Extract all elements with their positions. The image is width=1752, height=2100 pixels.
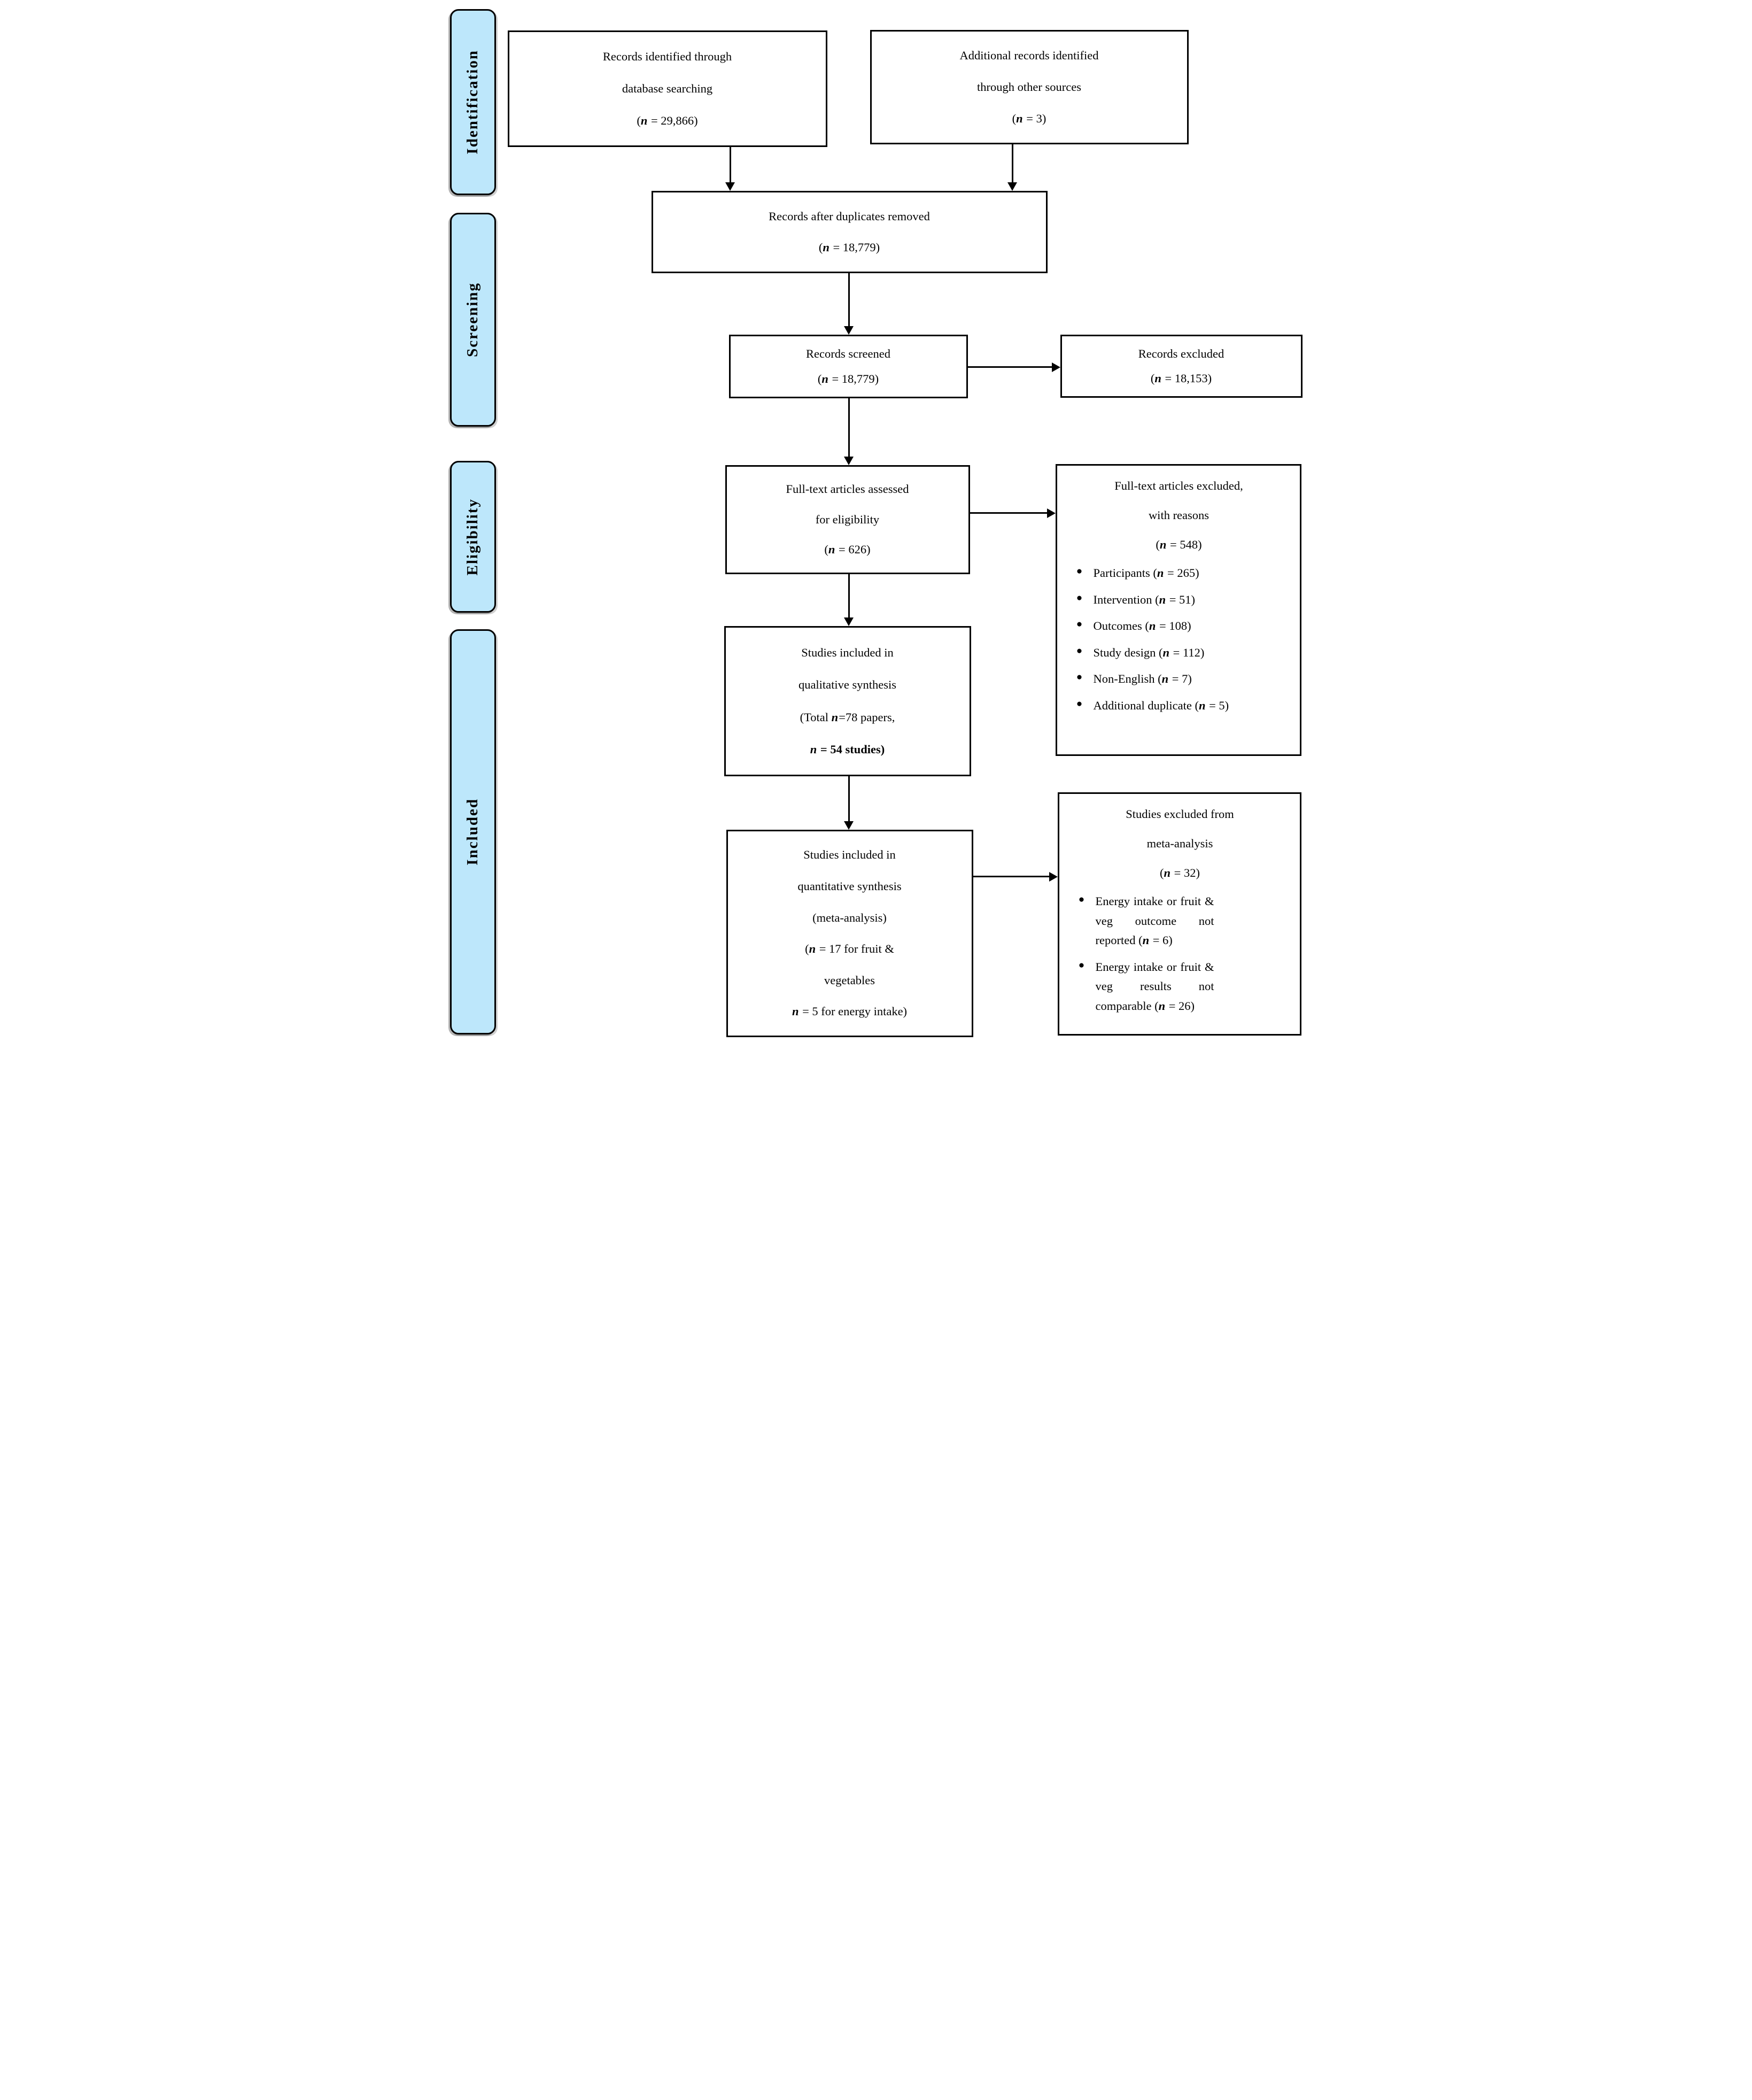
stage-included: Included bbox=[449, 629, 496, 1034]
text-line: (n = 17 for fruit & bbox=[805, 942, 894, 956]
box-fulltext-assessed: Full-text articles assessed for eligibili… bbox=[725, 465, 970, 574]
box-quantitative-synthesis: Studies included in quantitative synthesi… bbox=[726, 830, 973, 1037]
reason-item: ● Energy intake or fruit & veg results no… bbox=[1068, 958, 1292, 1016]
bullet-icon: ● bbox=[1076, 671, 1083, 683]
reason-item: ● Intervention (n = 51) bbox=[1066, 590, 1292, 609]
text-line: (n = 29,866) bbox=[637, 113, 698, 127]
text-line: (n = 3) bbox=[1012, 111, 1046, 125]
text-line: Full-text articles excluded, bbox=[1114, 479, 1243, 492]
reason-text: Non-English (n = 7) bbox=[1093, 672, 1192, 686]
bullet-icon: ● bbox=[1076, 592, 1083, 604]
arrow-identified-to-duplicates bbox=[725, 147, 735, 191]
text-line: vegetables bbox=[824, 973, 875, 987]
reason-text: Additional duplicate (n = 5) bbox=[1093, 698, 1229, 712]
box-qualitative-synthesis: Studies included in qualitative synthesis… bbox=[724, 626, 971, 776]
box-meta-analysis-excluded: Studies excluded from meta-analysis (n = 3… bbox=[1057, 792, 1301, 1036]
text-line: (meta-analysis) bbox=[812, 910, 887, 924]
reason-item: ● Study design (n = 112) bbox=[1066, 643, 1292, 662]
stage-screening: Screening bbox=[449, 213, 496, 427]
bullet-icon: ● bbox=[1078, 959, 1085, 971]
text-line: Additional records identified bbox=[959, 48, 1099, 62]
bullet-icon: ● bbox=[1078, 894, 1085, 906]
box-records-identified: Records identified through database searc… bbox=[507, 30, 827, 147]
arrow-screened-to-fulltext bbox=[844, 398, 854, 465]
text-line: Studies included in bbox=[803, 848, 896, 862]
text-line: (n = 18,779) bbox=[818, 241, 880, 254]
text-line: database searching bbox=[622, 81, 713, 95]
arrow-screened-to-excluded bbox=[967, 362, 1060, 372]
text-line: (Total n=78 papers, bbox=[800, 710, 895, 724]
bullet-icon: ● bbox=[1076, 619, 1083, 630]
reason-text: Intervention (n = 51) bbox=[1093, 592, 1196, 606]
bullet-icon: ● bbox=[1076, 698, 1083, 709]
box-duplicates-removed: Records after duplicates removed (n = 18,… bbox=[651, 191, 1048, 273]
bullet-icon: ● bbox=[1076, 566, 1083, 577]
box-additional-records: Additional records identified through oth… bbox=[870, 30, 1189, 144]
reason-item: ● Additional duplicate (n = 5) bbox=[1066, 696, 1292, 715]
text-line: Studies included in bbox=[801, 645, 894, 659]
reason-item: ● Energy intake or fruit & veg outcome no… bbox=[1068, 892, 1292, 950]
text-line: qualitative synthesis bbox=[798, 678, 897, 692]
reason-text: Outcomes (n = 108) bbox=[1093, 619, 1191, 633]
reason-text: Energy intake or fruit & veg outcome not… bbox=[1095, 894, 1214, 947]
text-line: Studies excluded from bbox=[1126, 807, 1234, 821]
arrow-duplicates-to-screened bbox=[844, 273, 854, 335]
bullet-icon: ● bbox=[1076, 645, 1083, 657]
reason-item: ● Outcomes (n = 108) bbox=[1066, 616, 1292, 636]
stage-included-label: Included bbox=[464, 798, 481, 866]
text-line: (n = 626) bbox=[824, 543, 871, 557]
prisma-flow-diagram: Identification Screening Eligibility Inc… bbox=[438, 0, 1314, 1050]
text-line: (n = 548) bbox=[1156, 538, 1202, 552]
fulltext-excluded-header: Full-text articles excluded, with reasons… bbox=[1066, 471, 1292, 559]
arrow-fulltext-to-reasons bbox=[970, 508, 1056, 518]
text-line: Records identified through bbox=[602, 49, 732, 63]
reason-text: Study design (n = 112) bbox=[1093, 645, 1205, 659]
box-fulltext-excluded: Full-text articles excluded, with reasons… bbox=[1055, 464, 1301, 756]
reason-text: Participants (n = 265) bbox=[1093, 566, 1199, 580]
arrow-additional-to-duplicates bbox=[1007, 144, 1017, 191]
text-line: Full-text articles assessed bbox=[786, 482, 909, 496]
box-records-excluded: Records excluded (n = 18,153) bbox=[1060, 335, 1303, 398]
stage-screening-label: Screening bbox=[464, 282, 481, 357]
text-line: Records excluded bbox=[1138, 346, 1224, 360]
fulltext-excluded-reasons: ● Participants (n = 265) ● Intervention (n … bbox=[1066, 563, 1292, 722]
text-line: through other sources bbox=[977, 80, 1081, 94]
arrow-quantitative-to-meta-excluded bbox=[973, 871, 1058, 882]
meta-excluded-reasons: ● Energy intake or fruit & veg outcome no… bbox=[1068, 892, 1292, 1023]
text-line: with reasons bbox=[1148, 508, 1210, 522]
reason-item: ● Non-English (n = 7) bbox=[1066, 669, 1292, 689]
stage-identification: Identification bbox=[449, 9, 496, 195]
text-line: Records after duplicates removed bbox=[769, 209, 930, 223]
text-line: meta-analysis bbox=[1146, 837, 1213, 851]
box-records-screened: Records screened (n = 18,779) bbox=[728, 335, 968, 398]
text-line: for eligibility bbox=[815, 512, 880, 526]
text-line: n = 54 studies) bbox=[810, 743, 885, 756]
stage-eligibility-label: Eligibility bbox=[464, 498, 481, 576]
text-line: (n = 18,779) bbox=[817, 372, 879, 385]
text-line: quantitative synthesis bbox=[797, 879, 902, 893]
arrow-fulltext-to-qualitative bbox=[844, 574, 854, 626]
text-line: (n = 32) bbox=[1160, 866, 1200, 880]
text-line: (n = 18,153) bbox=[1150, 372, 1212, 385]
reason-text: Energy intake or fruit & veg results not… bbox=[1095, 960, 1214, 1013]
stage-eligibility: Eligibility bbox=[449, 461, 496, 613]
text-line: Records screened bbox=[805, 346, 891, 360]
reason-item: ● Participants (n = 265) bbox=[1066, 563, 1292, 583]
meta-excluded-header: Studies excluded from meta-analysis (n = 3… bbox=[1068, 799, 1292, 887]
text-line: n = 5 for energy intake) bbox=[792, 1005, 908, 1018]
arrow-qualitative-to-quantitative bbox=[844, 776, 854, 830]
stage-identification-label: Identification bbox=[464, 50, 481, 155]
